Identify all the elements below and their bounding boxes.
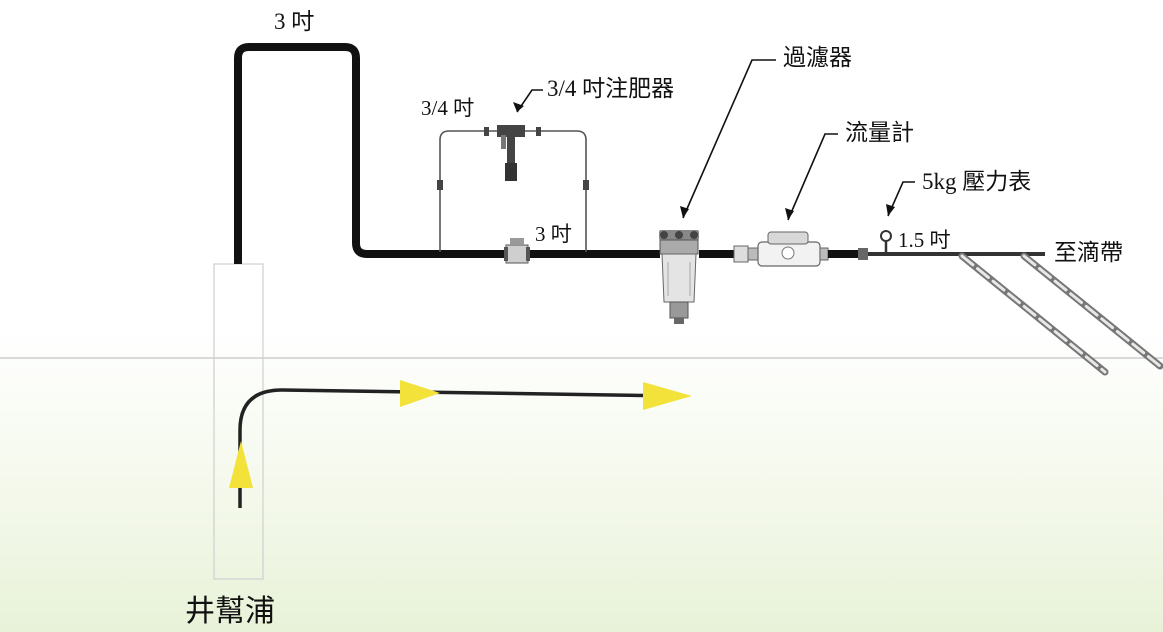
pressure-gauge-label: 5kg 壓力表 <box>922 169 1032 194</box>
flow-meter-label: 流量計 <box>845 119 914 145</box>
injector-fittings <box>437 127 589 190</box>
underground-flow-path <box>238 388 681 508</box>
leader-lines <box>516 59 915 221</box>
drip-tape-centerlines <box>960 254 1162 374</box>
filter-label: 過濾器 <box>783 44 852 70</box>
fertilizer-injector-icon <box>497 125 525 181</box>
main-pipe <box>234 43 508 264</box>
ball-valve-icon <box>504 238 530 264</box>
well-casing <box>213 263 264 580</box>
reducer-fitting <box>858 248 868 260</box>
well-pump-label: 井幫浦 <box>185 595 275 628</box>
flow-arrow-icon <box>643 382 692 410</box>
injector-pipe-size-label: 3/4 吋 <box>421 96 475 120</box>
drip-tape-lines <box>958 252 1163 376</box>
flow-arrow-icon <box>229 441 253 488</box>
flow-arrow-icon <box>400 380 440 407</box>
main-pipe-size-label: 3 吋 <box>535 222 572 246</box>
flow-meter-icon <box>757 231 829 267</box>
filter-icon <box>659 230 699 324</box>
pipe-size-label-top: 3 吋 <box>274 9 315 34</box>
outlet-pipe-size-label: 1.5 吋 <box>898 228 951 252</box>
to-drip-tape-label: 至滴帶 <box>1054 239 1123 265</box>
union-fitting-icon <box>733 245 759 263</box>
injector-label: 3/4 吋注肥器 <box>547 76 675 101</box>
pressure-gauge-icon <box>880 230 892 252</box>
leader-arrowheads <box>513 102 895 220</box>
